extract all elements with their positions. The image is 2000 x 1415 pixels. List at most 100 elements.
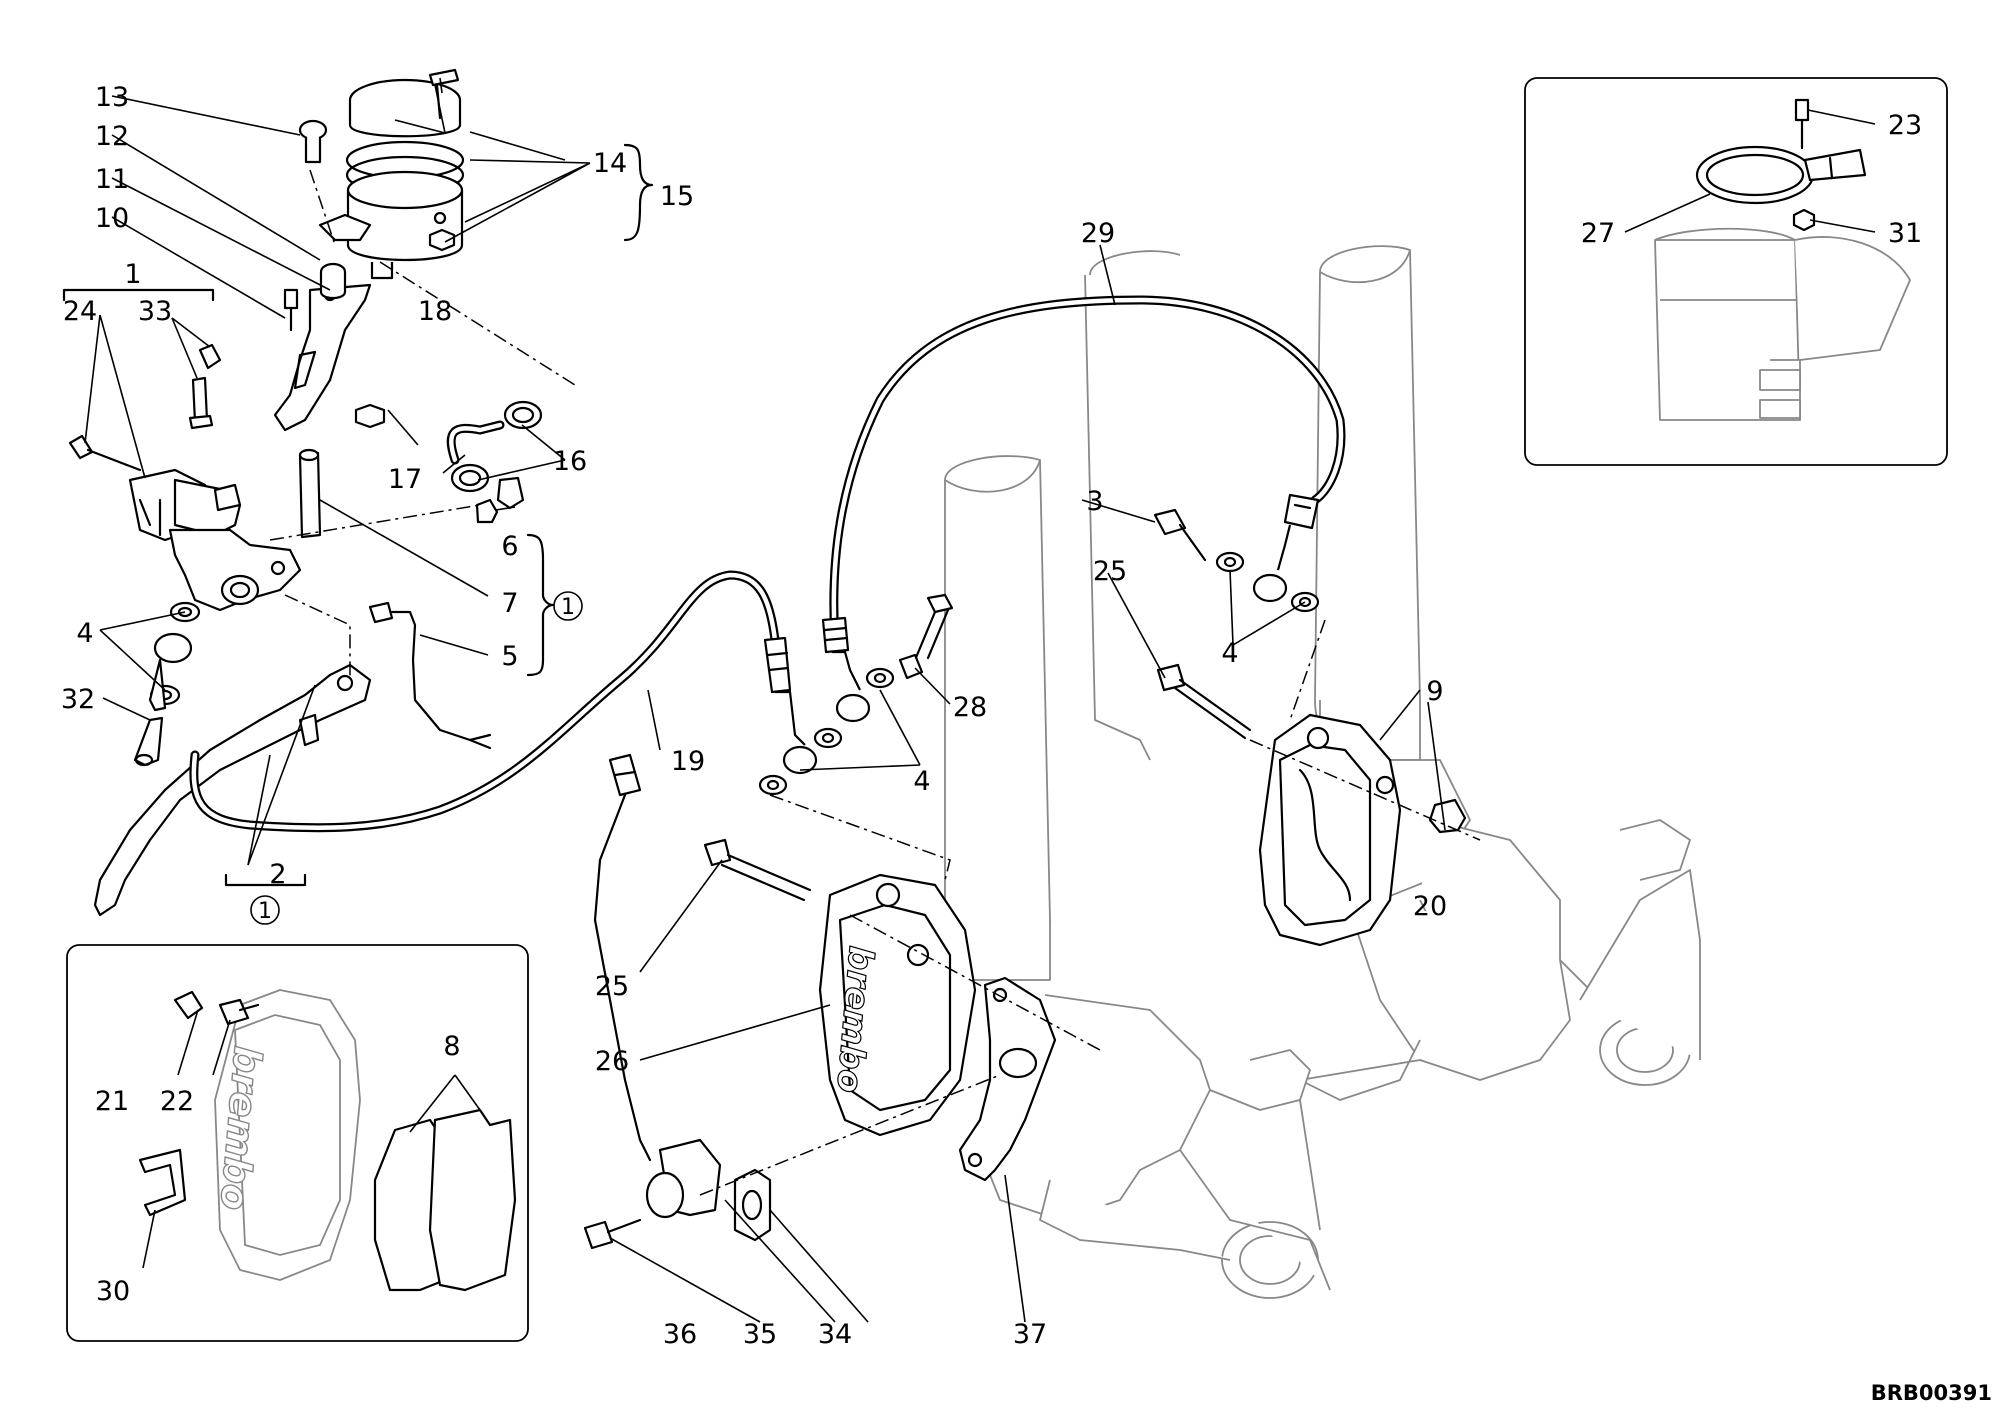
double-banjo-bolt bbox=[898, 593, 954, 680]
callout-25-left: 25 bbox=[595, 971, 629, 1002]
callout-2: 2 bbox=[269, 859, 286, 890]
axis-caliper-left bbox=[769, 794, 951, 881]
callout-19: 19 bbox=[671, 746, 705, 777]
callout-30: 30 bbox=[96, 1276, 130, 1307]
bleed-cap bbox=[198, 343, 222, 370]
stop-light-switch bbox=[475, 498, 499, 524]
reservoir-hose bbox=[446, 420, 505, 465]
callout-13: 13 bbox=[95, 82, 129, 113]
clamp-screw-long bbox=[68, 434, 142, 472]
speed-sensor bbox=[645, 1138, 722, 1219]
axis-pin bbox=[849, 914, 1101, 1051]
reservoir-bracket bbox=[273, 213, 372, 432]
callout-1: 1 bbox=[124, 259, 141, 290]
speed-sensor-cable bbox=[593, 753, 652, 1162]
callout-23: 23 bbox=[1888, 110, 1922, 141]
callout-33: 33 bbox=[138, 296, 172, 327]
inset-fork-tube bbox=[1654, 227, 1911, 421]
sensor-screw bbox=[583, 1218, 642, 1250]
callout-16: 16 bbox=[553, 446, 587, 477]
front-brake-hose-upper bbox=[829, 295, 1346, 645]
callout-9: 9 bbox=[1426, 676, 1443, 707]
callout-34: 34 bbox=[818, 1319, 852, 1350]
bracket-nut bbox=[354, 403, 386, 429]
callout-36: 36 bbox=[663, 1319, 697, 1350]
sensor-shim bbox=[733, 1168, 772, 1242]
brake-pads bbox=[373, 1108, 517, 1292]
hose-union bbox=[496, 476, 525, 510]
callout-5: 5 bbox=[501, 641, 518, 672]
axis-caliper-right bbox=[1289, 619, 1326, 721]
hose-end-fitting-upper-right bbox=[1276, 493, 1320, 571]
callout-6: 6 bbox=[501, 531, 518, 562]
inset-bleed-valve bbox=[218, 998, 260, 1026]
right-fork-leg bbox=[1299, 245, 1701, 1101]
callout-7: 7 bbox=[501, 588, 518, 619]
callout-14: 14 bbox=[593, 148, 627, 179]
banjo-washers-right bbox=[1215, 551, 1320, 613]
callout-15: 15 bbox=[660, 181, 694, 212]
inset-bleed-cap bbox=[173, 990, 204, 1020]
callout-12: 12 bbox=[95, 121, 129, 152]
callout-11: 11 bbox=[95, 164, 129, 195]
axis-reservoir bbox=[379, 261, 576, 386]
callout-26: 26 bbox=[595, 1046, 629, 1077]
callout-35: 35 bbox=[743, 1319, 777, 1350]
bracket-screw bbox=[283, 288, 299, 332]
callout-24: 24 bbox=[63, 296, 97, 327]
axis-lever bbox=[284, 594, 351, 680]
callout-labels: 1 2 3 4 4 4 5 6 7 8 9 10 11 12 13 14 15 … bbox=[61, 82, 1922, 1350]
circled-note-2-text: 1 bbox=[258, 899, 272, 924]
callout-4-lower: 4 bbox=[913, 766, 930, 797]
group-bracket-2 bbox=[224, 873, 307, 887]
axis-switch bbox=[269, 504, 481, 541]
callout-25-right: 25 bbox=[1093, 556, 1127, 587]
hose-end-fitting-upper-left bbox=[821, 616, 861, 691]
callout-4-right: 4 bbox=[1221, 638, 1238, 669]
inset-box-caliper-detail bbox=[66, 944, 529, 1342]
banjo-bolt-right bbox=[1153, 508, 1207, 562]
callout-21: 21 bbox=[95, 1086, 129, 1117]
hose-end-fitting-left bbox=[763, 636, 806, 746]
callout-10: 10 bbox=[95, 203, 129, 234]
axis-bracket-bolt bbox=[309, 169, 336, 246]
brace-note-1 bbox=[526, 533, 555, 677]
callout-4-master: 4 bbox=[76, 618, 93, 649]
hose-clamp-ring bbox=[1695, 145, 1867, 205]
reservoir-nut bbox=[428, 228, 456, 252]
leader-lines bbox=[84, 77, 1876, 1323]
banjo-fitting-master bbox=[133, 632, 193, 767]
switch-wire bbox=[368, 601, 492, 750]
bleed-valve bbox=[188, 376, 214, 430]
callout-28: 28 bbox=[953, 692, 987, 723]
brake-lever bbox=[93, 663, 372, 917]
inset-box-fork-clamp bbox=[1524, 77, 1948, 466]
banjo-washers-lower bbox=[758, 667, 895, 796]
callout-22: 22 bbox=[160, 1086, 194, 1117]
master-cylinder-body bbox=[128, 468, 302, 612]
left-fork-leg bbox=[944, 250, 1331, 1299]
callout-3: 3 bbox=[1086, 486, 1103, 517]
hose-clip-lower bbox=[450, 463, 490, 493]
circled-note-2: 1 bbox=[250, 895, 280, 925]
brace-15 bbox=[623, 143, 654, 242]
callout-37: 37 bbox=[1013, 1319, 1047, 1350]
reservoir-bracket-screw bbox=[298, 119, 328, 164]
callout-20: 20 bbox=[1413, 891, 1447, 922]
callout-29: 29 bbox=[1081, 218, 1115, 249]
group-bracket-1 bbox=[62, 288, 215, 302]
lever-pivot-pin bbox=[298, 448, 322, 539]
callout-8: 8 bbox=[443, 1031, 460, 1062]
pad-spring bbox=[138, 1148, 187, 1217]
callout-17: 17 bbox=[388, 464, 422, 495]
front-brake-caliper-left: brembo bbox=[818, 873, 977, 1137]
clamp-screw bbox=[1794, 98, 1810, 150]
caliper-bolt-left bbox=[703, 838, 812, 902]
inset-caliper-ghost: brembo bbox=[211, 989, 361, 1281]
callout-32: 32 bbox=[61, 684, 95, 715]
callout-18: 18 bbox=[418, 296, 452, 327]
callout-31: 31 bbox=[1888, 218, 1922, 249]
reservoir-grommet bbox=[319, 262, 347, 300]
